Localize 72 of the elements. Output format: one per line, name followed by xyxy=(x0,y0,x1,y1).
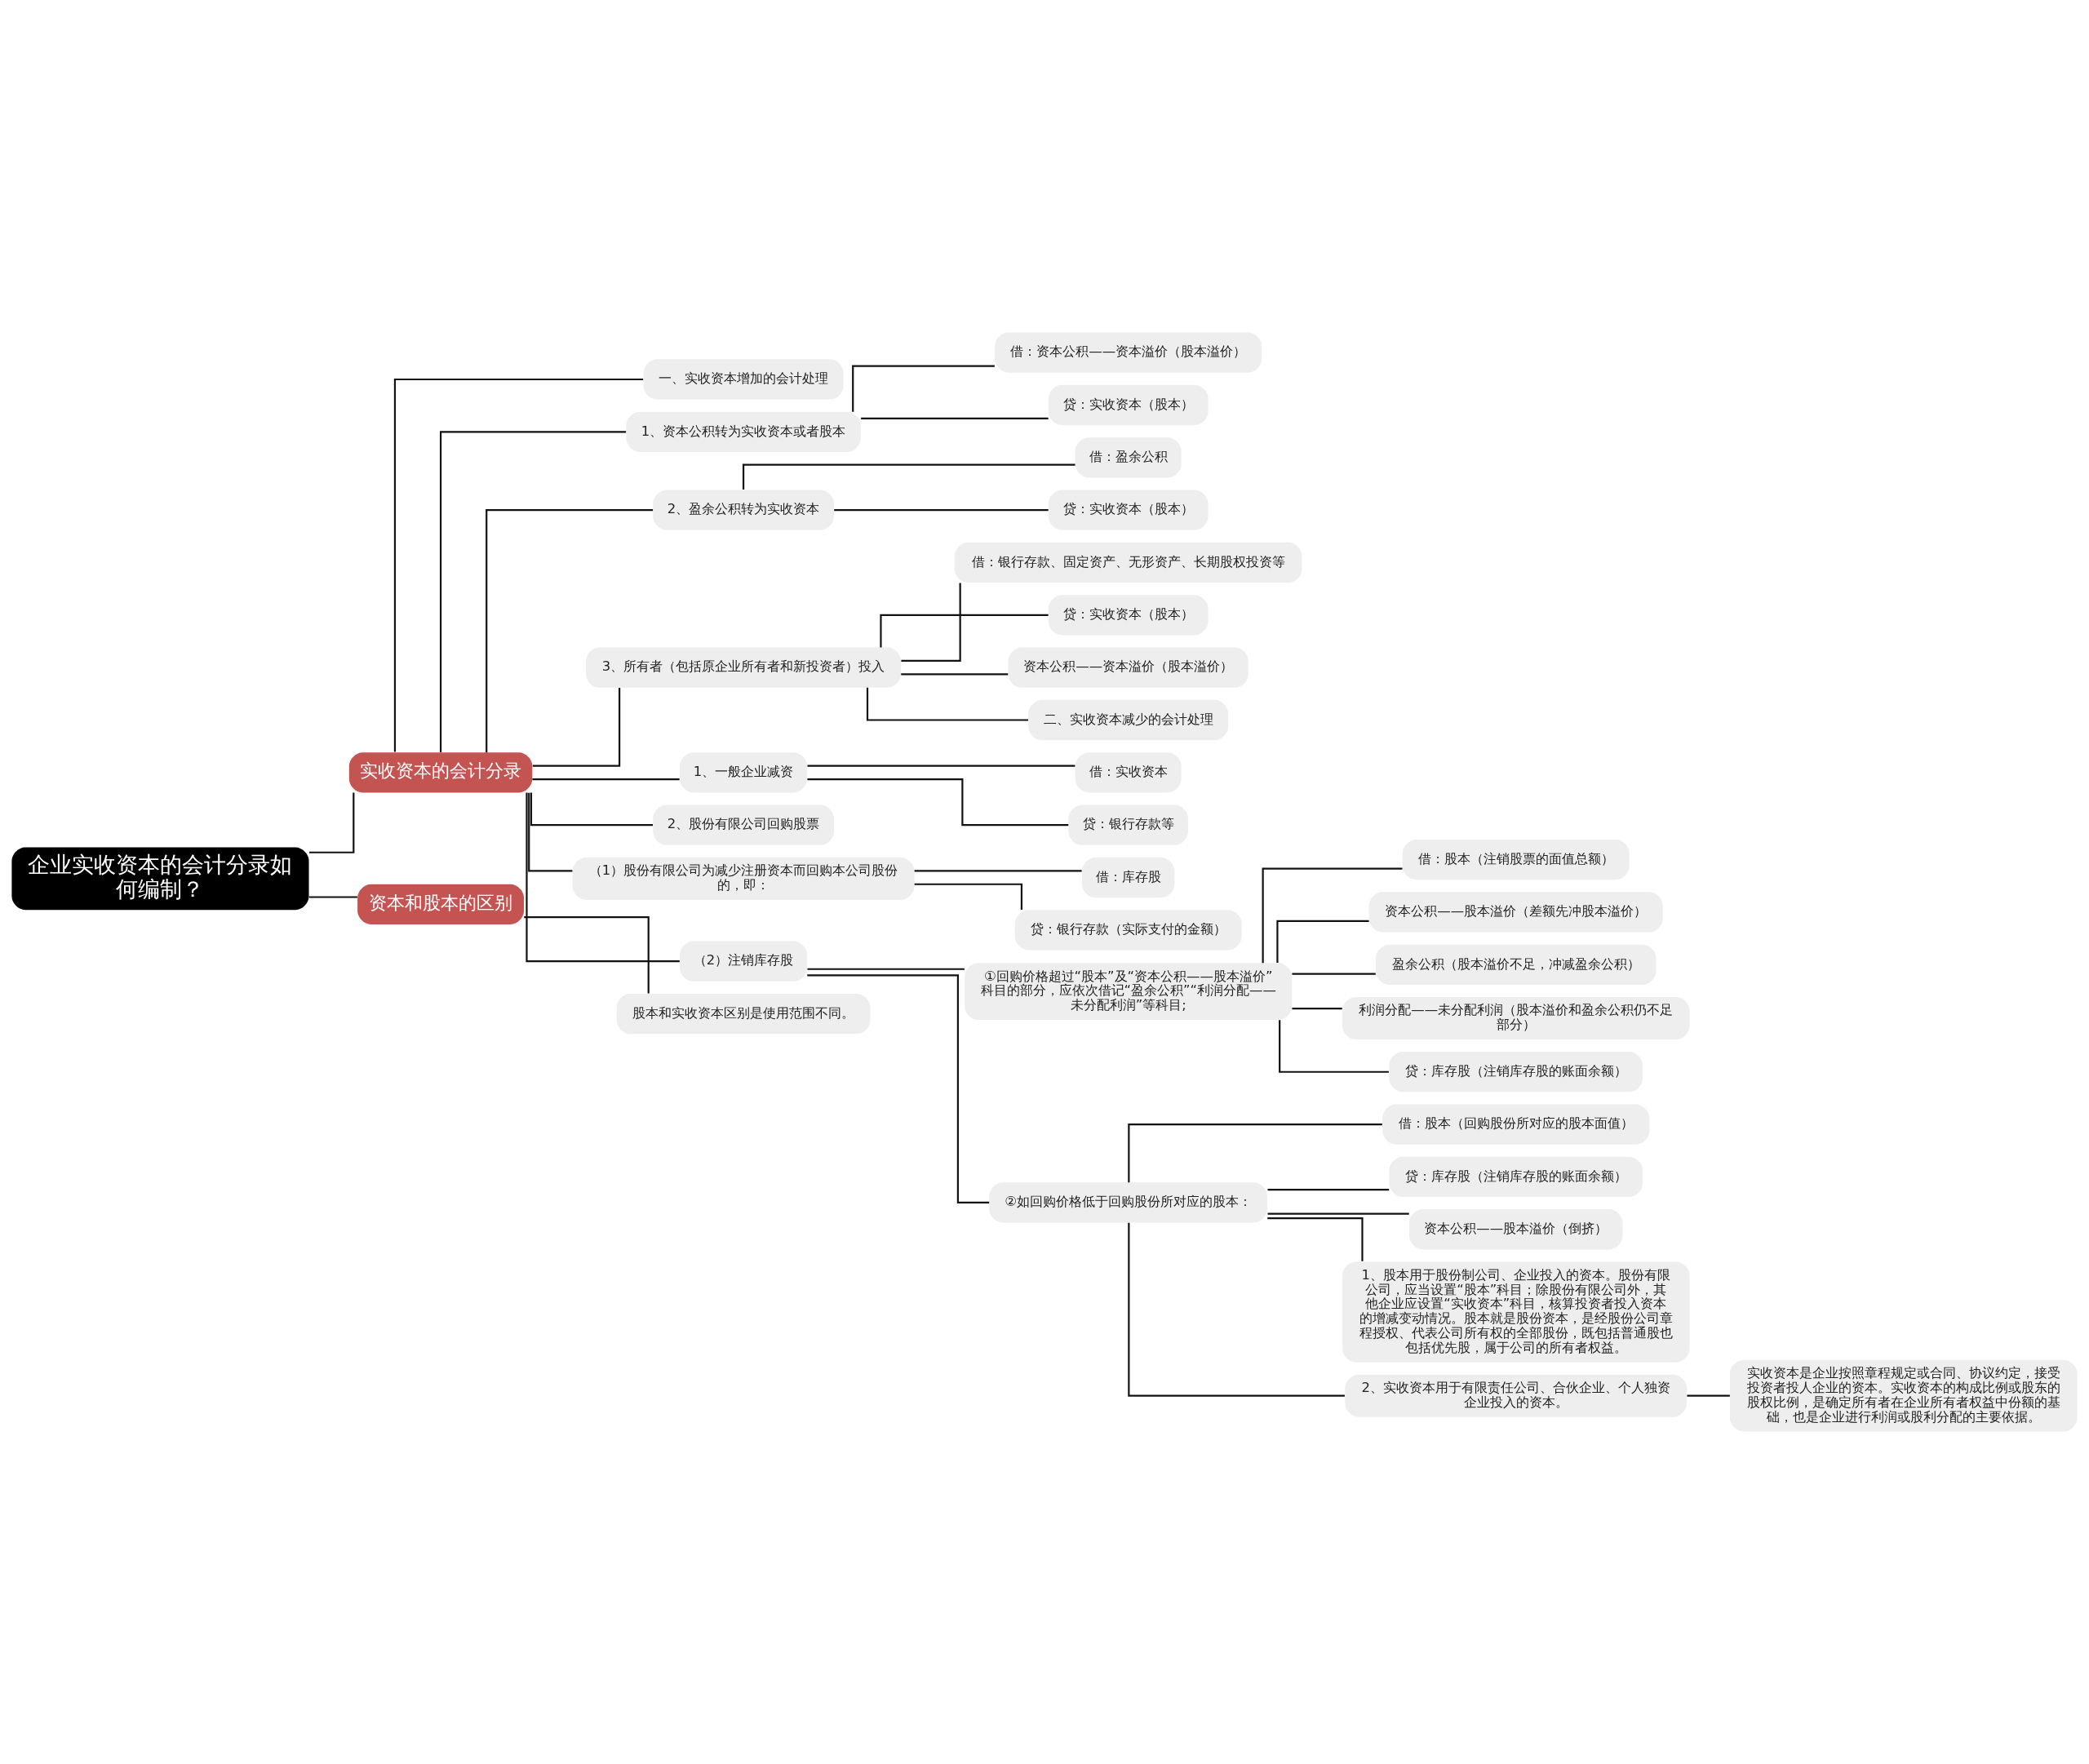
node-box: 借：银行存款、固定资产、无形资产、长期股权投资等 xyxy=(954,542,1302,583)
node-box: 1、一般企业减资 xyxy=(680,752,808,793)
node-box: 1、股本用于股份制公司、企业投入的资本。股份有限公司，应当设置“股本”科目；除股份有限公司外，其他企业应设置“实收资本”科目，核算投资者投入资本的增减变动情况。股本就是股份资本，是经股份公司章程授权、代表公司所有权的全部股份，既包括普通股也包括优先股，属于公司的所有者权益。 xyxy=(1342,1261,1690,1363)
node-box: 盈余公积（股本溢价不足，冲减盈余公积） xyxy=(1375,944,1657,985)
node-box: 2、盈余公积转为实收资本 xyxy=(653,490,834,530)
connector xyxy=(880,614,1049,648)
connector xyxy=(834,509,1049,512)
node-box: （1）股份有限公司为减少注册资本而回购本公司股份的，即： xyxy=(572,857,915,900)
connector xyxy=(807,968,965,970)
node-box: 借：实收资本 xyxy=(1075,752,1182,793)
connector xyxy=(901,583,961,663)
node-box: 借：股本（回购股份所对应的股本面值） xyxy=(1382,1104,1650,1145)
node-box: 2、实收资本用于有限责任公司、合伙企业、个人独资企业投入的资本。 xyxy=(1345,1374,1688,1417)
connector xyxy=(308,792,355,853)
node-box: 借：库存股 xyxy=(1081,857,1175,898)
node-box: 资本公积——资本溢价（股本溢价） xyxy=(1008,647,1249,688)
connector xyxy=(486,509,654,753)
connector xyxy=(526,792,680,963)
connector xyxy=(1267,1217,1364,1261)
node-box: 贷：实收资本（股本） xyxy=(1048,384,1209,426)
connector xyxy=(1128,1222,1345,1397)
connector xyxy=(807,765,1076,767)
node-box: 股本和实收资本区别是使用范围不同。 xyxy=(616,993,871,1035)
node-box: 贷：实收资本（股本） xyxy=(1048,490,1209,530)
connector xyxy=(524,916,650,994)
connector xyxy=(1276,920,1369,964)
connector xyxy=(861,417,1049,419)
connector xyxy=(914,883,1023,911)
node-box: 二、实收资本减少的会计处理 xyxy=(1028,699,1229,741)
connector xyxy=(1687,1394,1730,1397)
connector xyxy=(1267,1189,1390,1191)
node-box: 企业实收资本的会计分录如何编制？ xyxy=(11,847,309,911)
node-box: 3、所有者（包括原企业所有者和新投资者）投入 xyxy=(586,647,902,688)
connector xyxy=(1262,867,1403,964)
node-box: 贷：实收资本（股本） xyxy=(1048,595,1209,636)
connector xyxy=(914,870,1082,872)
node-box: 贷：库存股（注销库存股的账面余额） xyxy=(1389,1156,1643,1198)
connector xyxy=(440,431,627,752)
node-box: 2、股份有限公司回购股票 xyxy=(653,804,834,845)
connector xyxy=(807,974,990,1203)
node-box: 1、资本公积转为实收资本或者股本 xyxy=(626,411,861,452)
node-box: 资本公积——股本溢价（倒挤） xyxy=(1408,1209,1623,1250)
node-box: 借：资本公积——资本溢价（股本溢价） xyxy=(995,332,1262,373)
connector xyxy=(866,687,1028,721)
node-box: 贷：银行存款等 xyxy=(1068,804,1188,845)
node-box: 贷：银行存款（实际支付的金额） xyxy=(1014,910,1242,951)
node-box: 借：盈余公积 xyxy=(1075,437,1182,478)
connector xyxy=(1267,1212,1409,1215)
connector xyxy=(308,896,357,898)
connector xyxy=(532,688,621,767)
node-box: 贷：库存股（注销库存股的账面余额） xyxy=(1389,1052,1643,1093)
connector xyxy=(393,378,644,752)
connector xyxy=(807,778,1069,827)
connector xyxy=(901,673,1009,676)
connector xyxy=(1128,1123,1382,1183)
node-box: 资本公积——股本溢价（差额先冲股本溢价） xyxy=(1368,892,1663,933)
connector xyxy=(1279,1020,1389,1073)
connector xyxy=(1292,1007,1342,1010)
node-box: ①回购价格超过“股本”及“资本公积——股本溢价”科目的部分，应依次借记“盈余公积”“利润分配——未分配利润”等科目; xyxy=(965,963,1293,1021)
connector xyxy=(530,792,653,827)
node-box: 资本和股本的区别 xyxy=(357,884,525,924)
connector xyxy=(1292,973,1376,975)
node-box: 实收资本的会计分录 xyxy=(348,752,533,793)
connector xyxy=(532,778,680,781)
connector xyxy=(852,365,995,412)
node-box: 利润分配——未分配利润（股本溢价和盈余公积仍不足部分） xyxy=(1342,997,1690,1039)
node-box: ②如回购价格低于回购股份所对应的股本： xyxy=(989,1182,1268,1223)
node-box: 实收资本是企业按照章程规定或合同、协议约定，接受投资者投人企业的资本。实收资本的构成比例或股东的股权比例，是确定所有者在企业所有者权益中份额的基础，也是企业进行利润或股利分配的主要依据。 xyxy=(1729,1359,2078,1432)
node-box: 借：股本（注销股票的面值总额） xyxy=(1402,840,1630,880)
node-box: （2）注销库存股 xyxy=(680,941,808,982)
node-box: 一、实收资本增加的会计处理 xyxy=(643,359,844,400)
connector xyxy=(528,792,573,872)
